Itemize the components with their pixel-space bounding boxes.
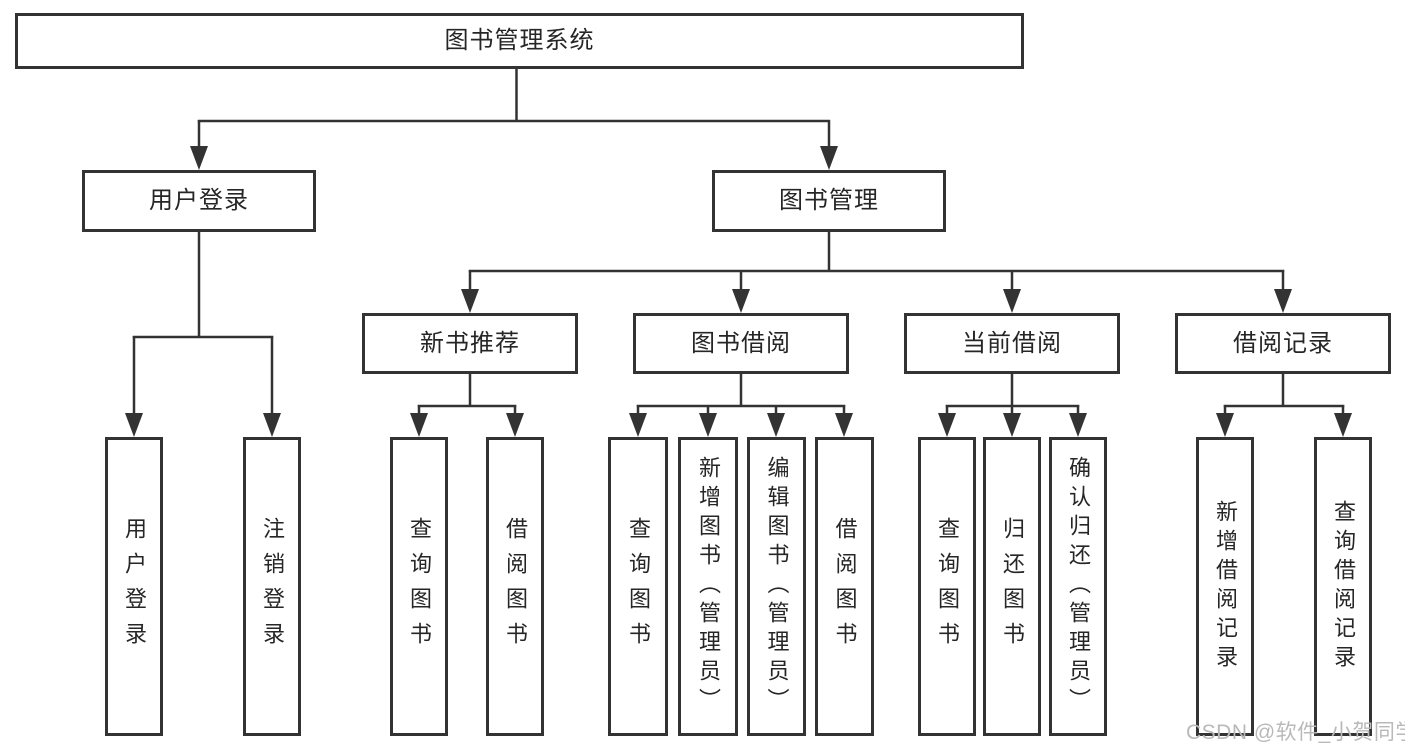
node-book-borrowing: 图书借阅 <box>633 313 849 374</box>
edges-current-borrow-group <box>938 374 1087 437</box>
leaf-user-login: 用户登录 <box>105 437 163 736</box>
node-new-book-recommend: 新书推荐 <box>362 313 578 374</box>
edges-new-book-rec-group <box>410 374 524 437</box>
edges-borrow-records-group <box>1216 374 1352 437</box>
edges-book-mgmt-to-level3 <box>461 232 1292 313</box>
node-label: 当前借阅 <box>962 329 1062 357</box>
node-book-management: 图书管理 <box>712 170 946 232</box>
leaf-confirm-return-admin: 确认归还（管理员） <box>1049 437 1107 736</box>
leaf-borrow-books-recommend: 借阅图书 <box>486 437 544 736</box>
leaf-label: 查询图书 <box>407 516 432 657</box>
leaf-label: 查询借阅记录 <box>1331 499 1356 674</box>
edges-book-borrow-group <box>629 374 853 437</box>
node-label: 图书管理系统 <box>444 27 595 54</box>
leaf-label: 用户登录 <box>122 516 147 657</box>
leaf-query-books-current: 查询图书 <box>918 437 976 736</box>
leaf-label: 归还图书 <box>1000 516 1025 657</box>
leaf-query-books-recommend: 查询图书 <box>390 437 448 736</box>
node-label: 用户登录 <box>149 187 249 214</box>
node-label: 图书管理 <box>779 187 879 214</box>
leaf-label: 注销登录 <box>260 516 285 657</box>
edges-user-login-group <box>125 232 281 437</box>
leaf-label: 借阅图书 <box>832 516 858 657</box>
node-label: 图书借阅 <box>691 329 791 357</box>
node-current-borrowing: 当前借阅 <box>904 313 1120 374</box>
leaf-add-book-admin: 新增图书（管理员） <box>678 437 738 736</box>
leaf-query-borrow-record: 查询借阅记录 <box>1314 437 1372 736</box>
node-label: 借阅记录 <box>1233 329 1333 357</box>
node-borrowing-records: 借阅记录 <box>1175 313 1391 374</box>
leaf-return-book: 归还图书 <box>983 437 1041 736</box>
edges-root-to-level2 <box>190 69 838 170</box>
leaf-label: 查询图书 <box>626 516 651 657</box>
leaf-logout: 注销登录 <box>243 437 301 736</box>
node-label: 新书推荐 <box>420 329 520 357</box>
leaf-label: 编辑图书（管理员） <box>764 456 790 717</box>
leaf-label: 确认归还（管理员） <box>1066 456 1091 717</box>
leaf-label: 新增图书（管理员） <box>696 456 721 717</box>
leaf-label: 新增借阅记录 <box>1213 499 1238 674</box>
node-user-login: 用户登录 <box>82 170 316 232</box>
leaf-edit-book-admin: 编辑图书（管理员） <box>747 437 806 736</box>
leaf-add-borrow-record: 新增借阅记录 <box>1196 437 1254 736</box>
csdn-watermark: CSDN @软件_小贺同学 <box>1186 721 1405 744</box>
leaf-label: 借阅图书 <box>503 516 528 657</box>
leaf-query-books-borrowing: 查询图书 <box>608 437 668 736</box>
node-root-system: 图书管理系统 <box>15 13 1024 69</box>
leaf-label: 查询图书 <box>935 516 960 657</box>
leaf-borrow-books-borrowing: 借阅图书 <box>815 437 874 736</box>
